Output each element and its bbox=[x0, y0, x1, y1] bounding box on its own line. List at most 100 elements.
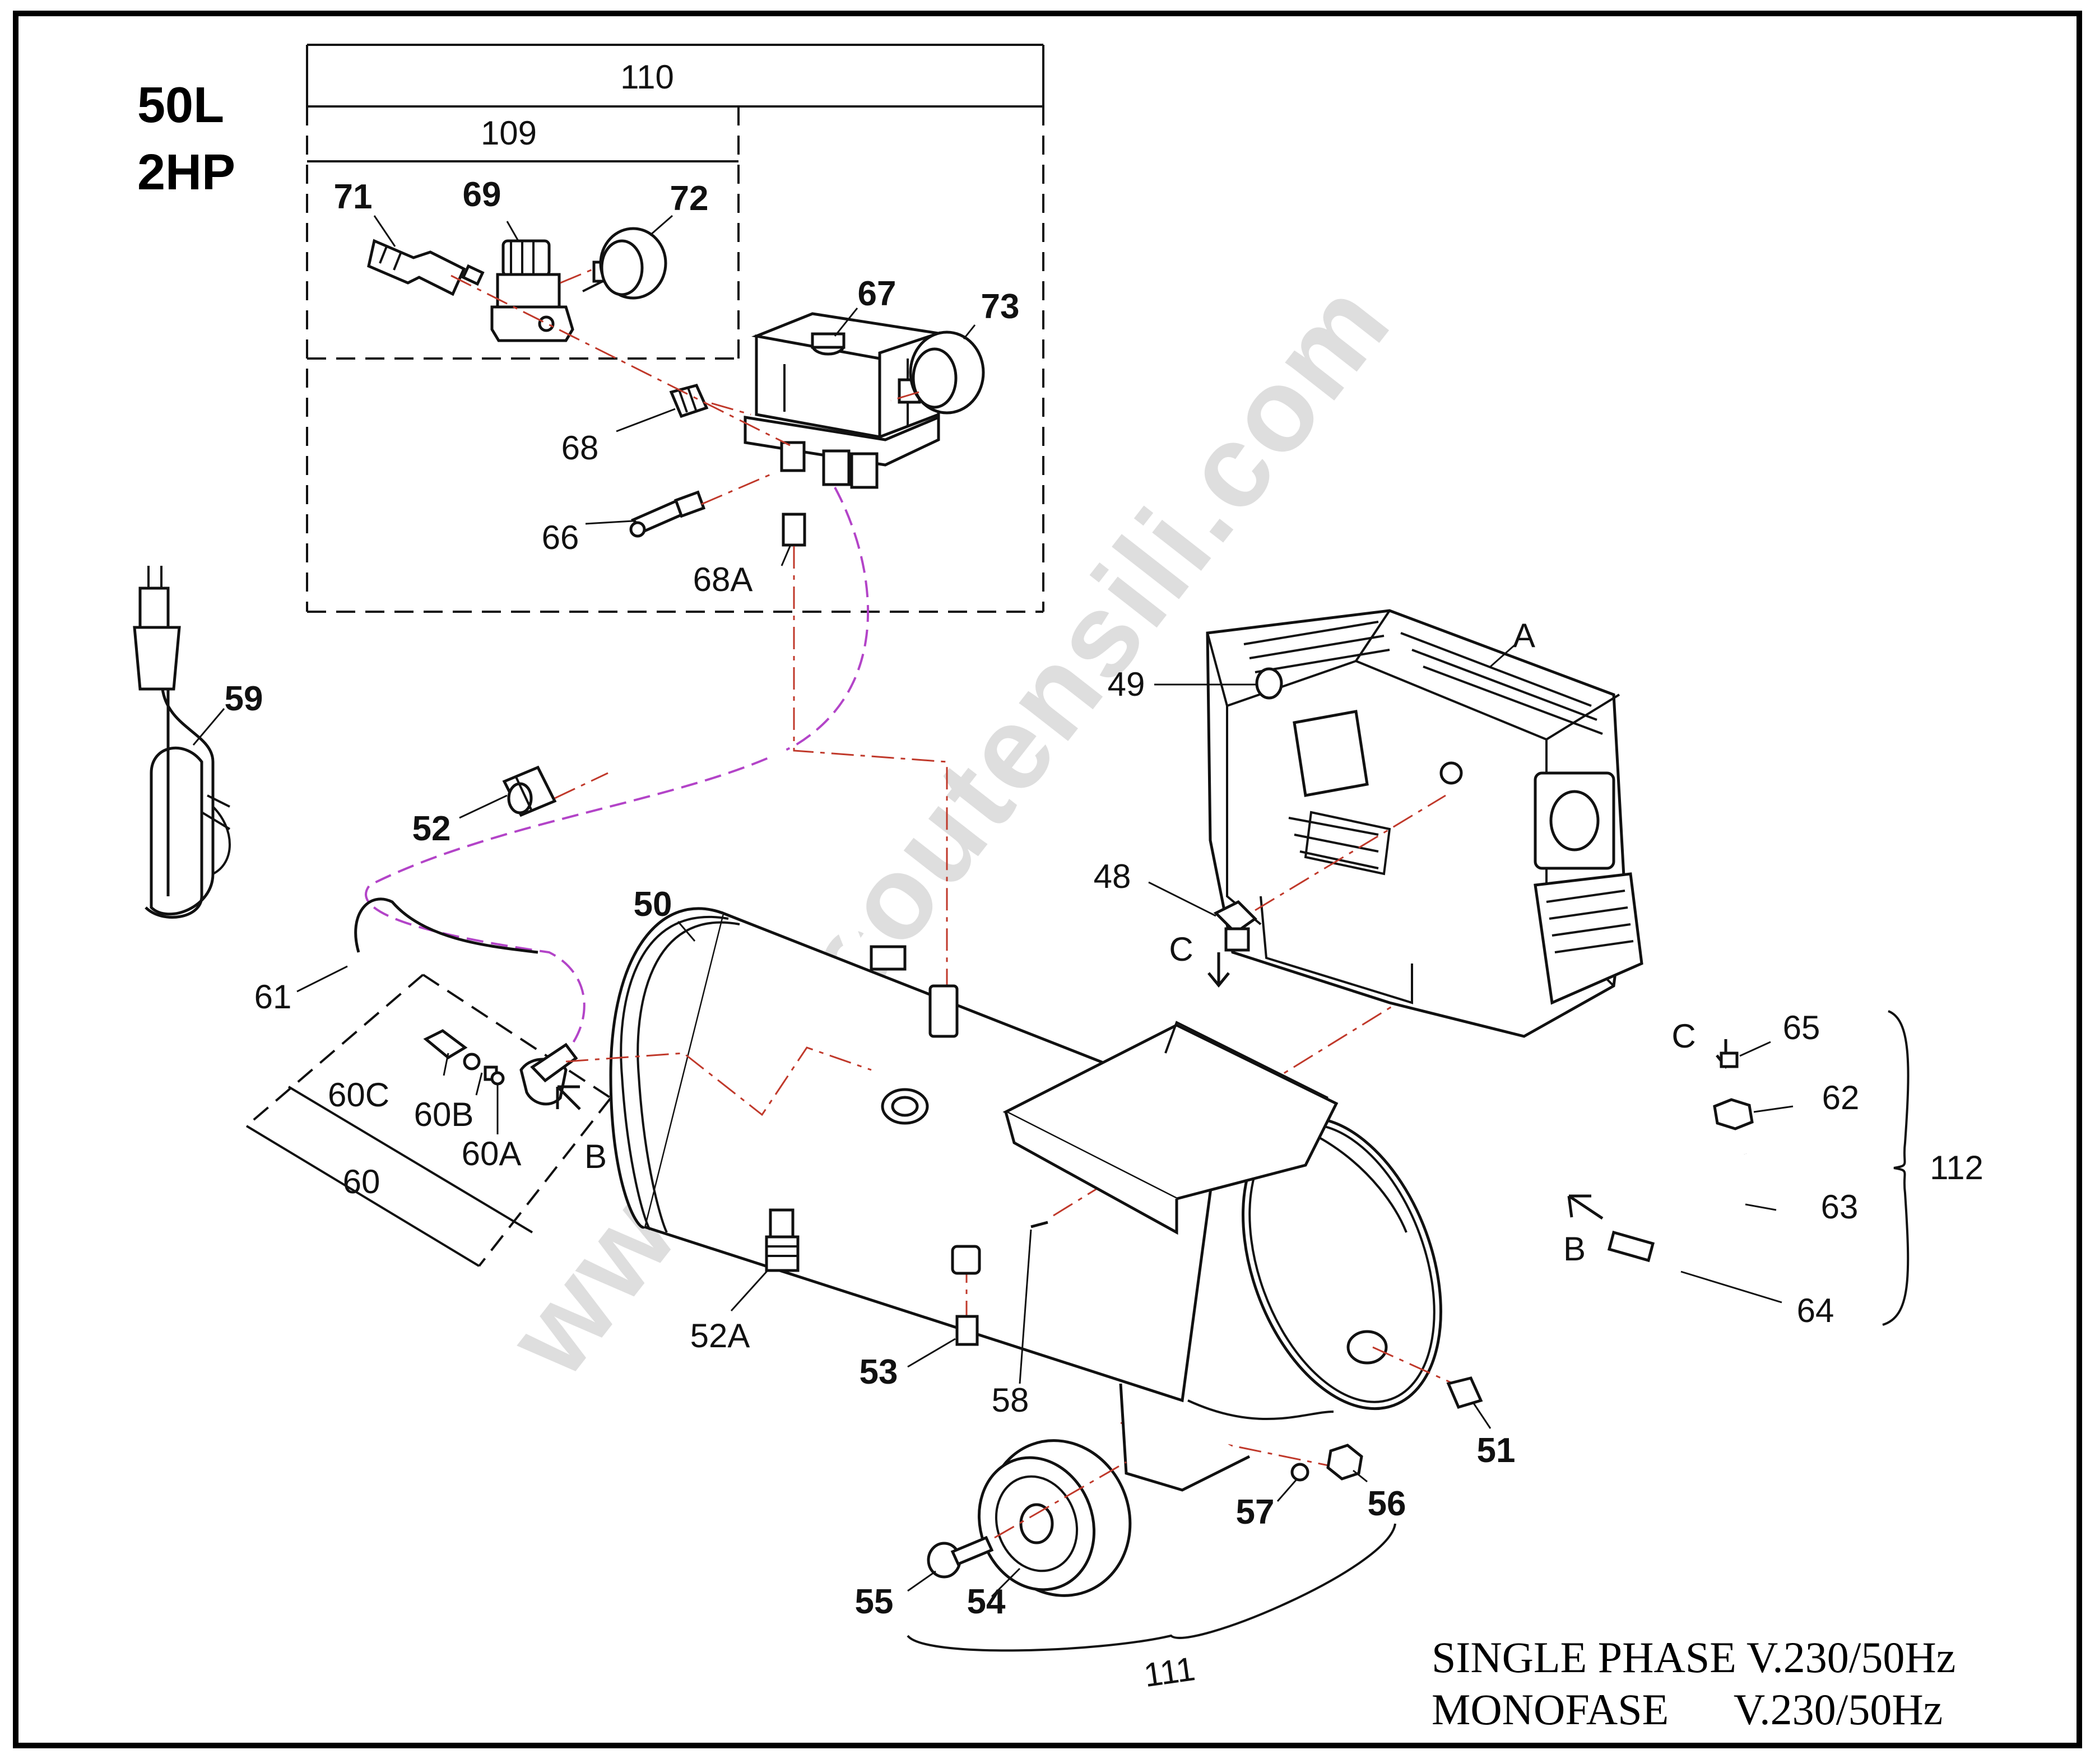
leader-50 bbox=[677, 921, 696, 942]
assembly-lines-upper bbox=[450, 268, 948, 986]
fitting-52a-part bbox=[765, 1208, 800, 1272]
arrow-b-left-icon bbox=[556, 1085, 581, 1110]
part-label-65: 65 bbox=[1783, 1009, 1820, 1046]
part-label-69: 69 bbox=[463, 175, 501, 214]
arrow-c-left-label: C bbox=[1169, 930, 1193, 968]
pressure-gauge-part bbox=[592, 227, 667, 300]
group-112-label: 112 bbox=[1930, 1149, 1983, 1186]
leader-65 bbox=[1739, 1041, 1771, 1057]
assembly-line-52 bbox=[554, 772, 608, 799]
group-110-box bbox=[306, 44, 1044, 613]
plug-51-part bbox=[1446, 1376, 1483, 1409]
motor-label-a: A bbox=[1513, 617, 1535, 654]
wheel-bracket-part bbox=[1119, 1383, 1251, 1492]
leader-71 bbox=[373, 215, 396, 247]
assembly-line-wheel bbox=[994, 1461, 1127, 1539]
group-111-label: 111 bbox=[1141, 1650, 1197, 1694]
part-label-61: 61 bbox=[254, 978, 292, 1016]
fitting-52-part bbox=[502, 765, 557, 817]
leader-52 bbox=[459, 794, 508, 819]
part-label-56: 56 bbox=[1368, 1484, 1406, 1523]
leader-64 bbox=[1680, 1270, 1782, 1304]
part-label-60b: 60B bbox=[414, 1096, 474, 1133]
tube-61-part bbox=[354, 897, 538, 954]
fitting-64-part bbox=[1607, 1230, 1655, 1263]
wheel-bolt-part bbox=[927, 1535, 994, 1579]
fitting-60-parts bbox=[423, 1029, 578, 1106]
nipple-fitting-part bbox=[669, 384, 709, 418]
arrow-b-left-label: B bbox=[584, 1138, 607, 1175]
part-label-71: 71 bbox=[334, 178, 373, 216]
arrow-b-right-icon bbox=[1567, 1194, 1604, 1220]
leader-55 bbox=[907, 1570, 936, 1592]
leader-61 bbox=[296, 965, 348, 993]
part-label-60a: 60A bbox=[462, 1135, 522, 1172]
part-label-48: 48 bbox=[1094, 858, 1131, 895]
group-111-brace bbox=[907, 1523, 1396, 1652]
leader-66 bbox=[585, 520, 634, 525]
part-label-57: 57 bbox=[1236, 1493, 1275, 1532]
part-label-64: 64 bbox=[1797, 1292, 1834, 1329]
wheel-part bbox=[977, 1439, 1132, 1597]
arrow-c-right-label: C bbox=[1671, 1017, 1695, 1055]
leader-62 bbox=[1753, 1105, 1794, 1113]
part-label-58: 58 bbox=[992, 1381, 1029, 1419]
part-label-59: 59 bbox=[225, 679, 263, 718]
part-label-67: 67 bbox=[858, 274, 896, 313]
switch-gauge-part bbox=[898, 331, 985, 415]
leader-67 bbox=[834, 308, 858, 337]
leader-56 bbox=[1353, 1469, 1368, 1483]
leader-72 bbox=[649, 215, 673, 236]
leader-60b bbox=[475, 1072, 483, 1096]
leader-68 bbox=[616, 408, 676, 432]
part-label-52: 52 bbox=[412, 809, 451, 848]
mounting-bracket-part bbox=[1002, 1021, 1339, 1235]
part-label-63: 63 bbox=[1821, 1188, 1859, 1226]
group-60-label: 60 bbox=[343, 1163, 380, 1200]
pressure-regulator-part bbox=[490, 239, 606, 342]
motor-power-title: 2HP bbox=[137, 145, 235, 201]
part-label-52a: 52A bbox=[690, 1317, 750, 1355]
leader-60c bbox=[443, 1053, 449, 1076]
part-label-60c: 60C bbox=[328, 1076, 389, 1114]
leader-53 bbox=[907, 1338, 956, 1368]
leader-a bbox=[1490, 643, 1516, 668]
part-label-50: 50 bbox=[634, 885, 672, 924]
leader-59 bbox=[192, 708, 225, 746]
washer-57-part bbox=[1290, 1463, 1309, 1482]
leader-51 bbox=[1472, 1403, 1492, 1429]
leader-68a bbox=[781, 546, 791, 566]
spec-single-phase: SINGLE PHASE V.230/50Hz bbox=[1432, 1633, 1955, 1682]
group-60-box bbox=[245, 974, 612, 1267]
drain-valve-part bbox=[951, 1245, 981, 1346]
fitting-65-part bbox=[1720, 1051, 1739, 1068]
arrow-c-left-icon bbox=[1207, 952, 1230, 988]
group-112-brace bbox=[1882, 1010, 1910, 1326]
nipple-68a-part bbox=[782, 513, 806, 547]
leader-52a bbox=[730, 1269, 769, 1312]
leader-69 bbox=[506, 221, 519, 241]
spec-monofase: MONOFASE V.230/50Hz bbox=[1432, 1685, 1943, 1734]
assembly-line-48 bbox=[1255, 794, 1446, 911]
part-label-53: 53 bbox=[860, 1353, 898, 1391]
part-label-62: 62 bbox=[1822, 1079, 1860, 1116]
leader-48 bbox=[1148, 881, 1216, 917]
model-capacity-title: 50L bbox=[137, 77, 224, 133]
part-label-51: 51 bbox=[1477, 1431, 1516, 1470]
leader-57 bbox=[1276, 1478, 1298, 1502]
part-label-68a: 68A bbox=[693, 561, 753, 598]
compressor-motor-part bbox=[1206, 609, 1643, 1038]
nut-62-part bbox=[1713, 1098, 1754, 1130]
leader-63 bbox=[1745, 1203, 1777, 1211]
power-cord-part bbox=[133, 566, 231, 919]
part-label-54: 54 bbox=[967, 1583, 1006, 1621]
quick-coupler-part bbox=[367, 239, 485, 296]
group-109-label: 109 bbox=[481, 114, 537, 152]
part-label-66: 66 bbox=[542, 519, 579, 556]
leader-73 bbox=[963, 324, 976, 339]
part-label-72: 72 bbox=[670, 179, 709, 218]
part-label-68: 68 bbox=[561, 429, 599, 467]
safety-valve-part bbox=[629, 490, 706, 538]
